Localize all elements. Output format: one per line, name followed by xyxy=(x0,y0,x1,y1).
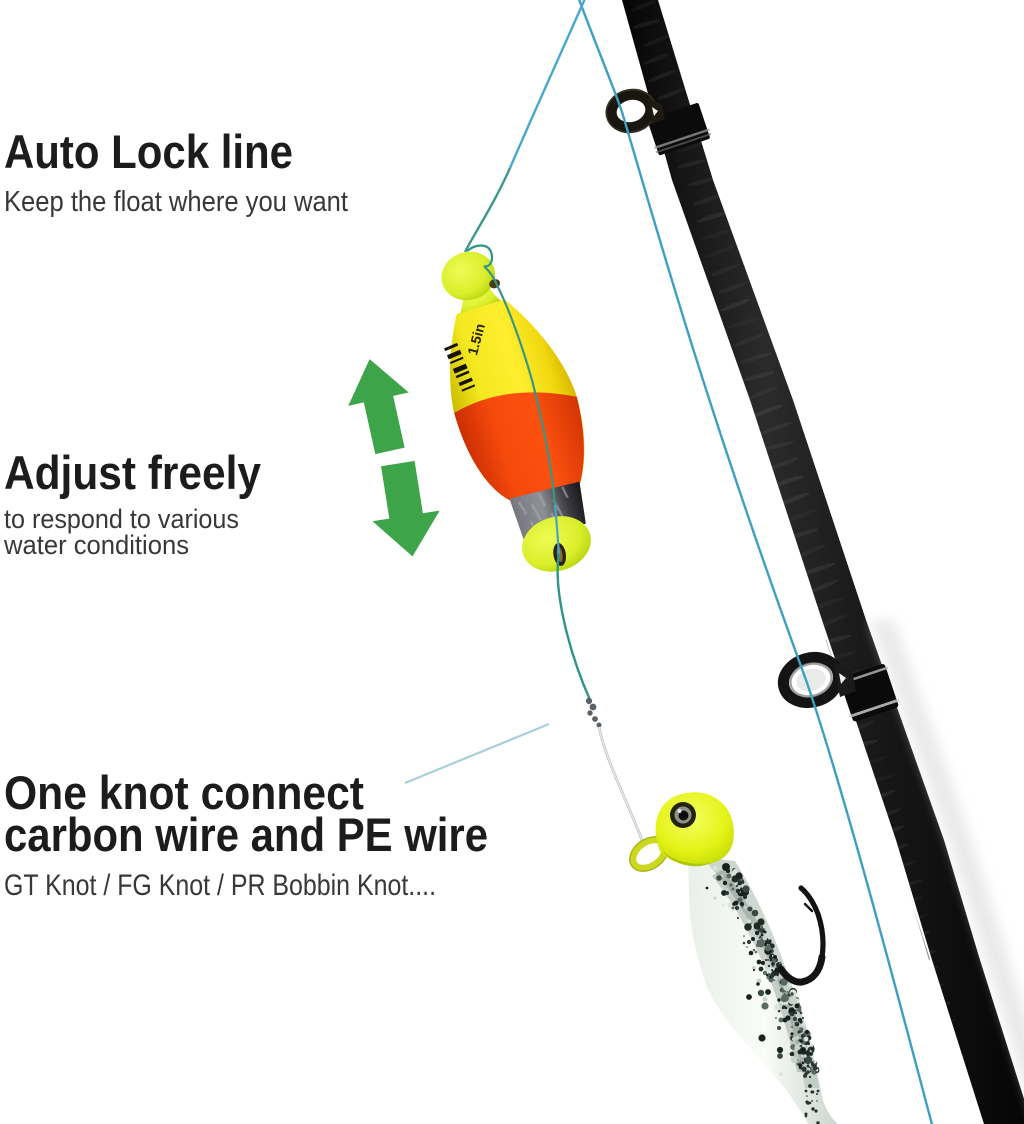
svg-text:carbon wire and PE wire: carbon wire and PE wire xyxy=(4,808,488,861)
svg-text:Adjust freely: Adjust freely xyxy=(4,446,261,499)
svg-text:water conditions: water conditions xyxy=(3,530,189,560)
svg-text:Keep the float where you want: Keep the float where you want xyxy=(4,186,348,218)
svg-text:Auto Lock line: Auto Lock line xyxy=(4,125,293,178)
svg-text:to respond to various: to respond to various xyxy=(4,504,239,534)
svg-text:GT Knot / FG Knot / PR Bobbin: GT Knot / FG Knot / PR Bobbin Knot.... xyxy=(4,869,436,902)
svg-text:One knot connect: One knot connect xyxy=(4,766,364,819)
